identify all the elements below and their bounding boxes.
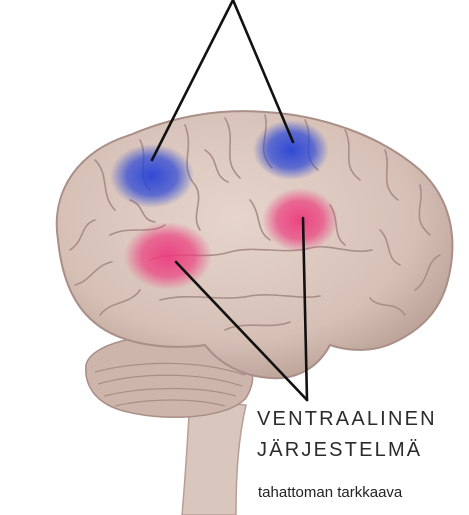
- ventral-system-caption: tahattoman tarkkaava: [258, 484, 402, 501]
- dorsal-region-right: [253, 120, 329, 180]
- ventral-region-left: [124, 222, 212, 290]
- ventral-region-right: [262, 188, 338, 252]
- dorsal-region-left: [110, 144, 194, 208]
- ventral-system-title-line1: VENTRAALINEN: [257, 408, 437, 431]
- ventral-system-title-line2: JÄRJESTELMÄ: [257, 439, 422, 462]
